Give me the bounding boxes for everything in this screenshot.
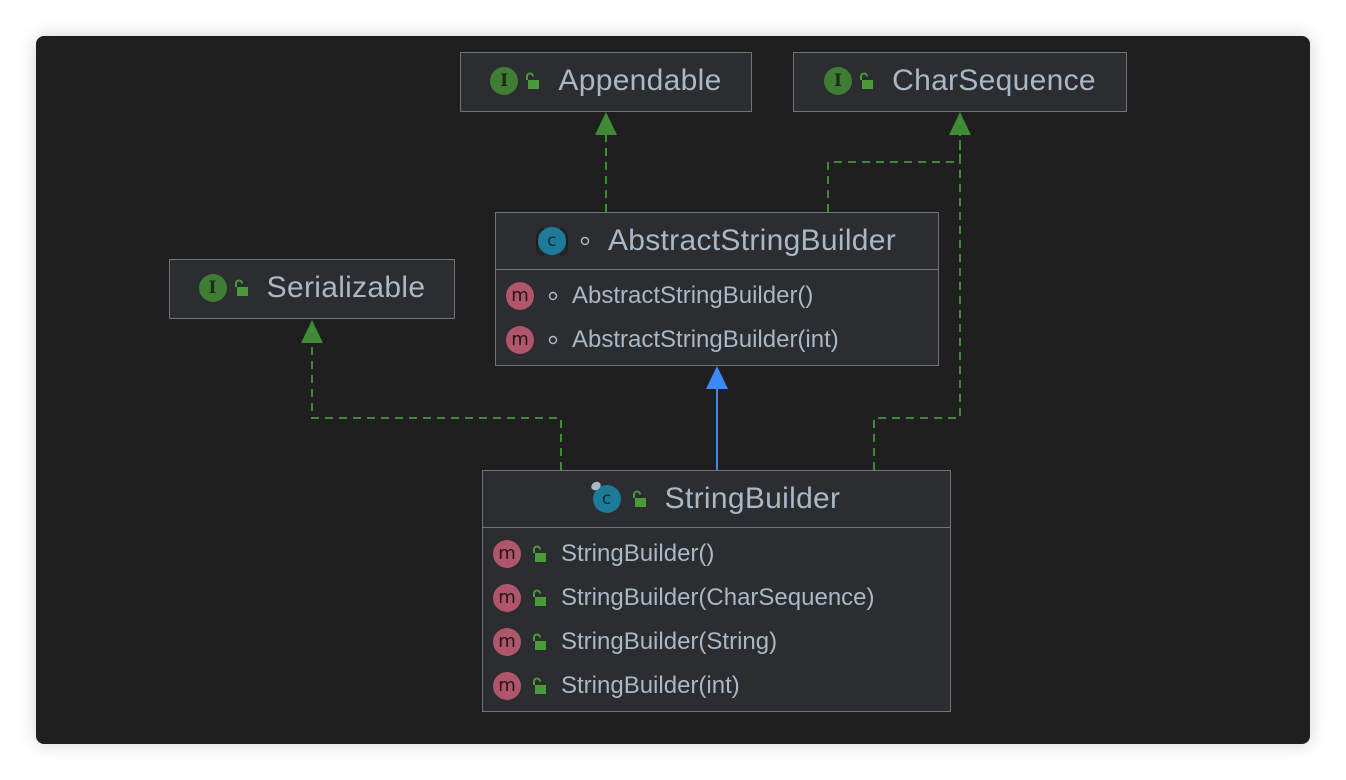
edge-abstract-to-appendable <box>595 112 617 212</box>
unlocked-padlock-icon <box>860 72 874 89</box>
member-row[interactable]: m StringBuilder(String) <box>483 620 950 664</box>
member-signature: AbstractStringBuilder(int) <box>572 326 839 353</box>
string-builder-header: c StringBuilder <box>483 471 950 528</box>
appendable-header: I Appendable <box>461 53 751 109</box>
abstract-class-badge-icon: c <box>535 227 568 256</box>
hollow-circle-icon <box>548 335 558 345</box>
serializable-node[interactable]: I Serializable <box>169 259 455 319</box>
member-row[interactable]: m StringBuilder(CharSequence) <box>483 576 950 620</box>
unlocked-padlock-icon <box>533 677 546 694</box>
method-badge-icon: m <box>506 282 534 310</box>
member-signature: StringBuilder(CharSequence) <box>561 584 875 611</box>
method-badge-icon: m <box>493 672 521 700</box>
unlocked-padlock-icon <box>526 72 540 89</box>
arrowhead-serializable <box>301 320 323 343</box>
hollow-circle-icon <box>580 236 590 246</box>
serializable-header: I Serializable <box>170 260 454 316</box>
arrowhead-charsequence <box>949 112 971 135</box>
node-title: AbstractStringBuilder <box>607 224 897 257</box>
abstract-string-builder-node[interactable]: c AbstractStringBuilder m AbstractString… <box>495 212 939 366</box>
unlocked-padlock-icon <box>234 279 248 296</box>
member-signature: AbstractStringBuilder() <box>572 282 814 309</box>
charsequence-node[interactable]: I CharSequence <box>793 52 1127 112</box>
unlocked-padlock-icon <box>533 633 546 650</box>
final-class-badge-icon: c <box>592 485 621 513</box>
node-title: Serializable <box>266 271 426 304</box>
arrowhead-abstract <box>706 366 728 389</box>
interface-badge-icon: I <box>198 274 227 302</box>
interface-badge-icon: I <box>824 67 853 95</box>
method-badge-icon: m <box>506 326 534 354</box>
unlocked-padlock-icon <box>632 490 646 507</box>
appendable-node[interactable]: I Appendable <box>460 52 752 112</box>
arrowhead-appendable <box>595 112 617 135</box>
interface-badge-icon: I <box>490 67 519 95</box>
method-badge-icon: m <box>493 628 521 656</box>
method-badge-icon: m <box>493 584 521 612</box>
member-row[interactable]: m StringBuilder() <box>483 532 950 576</box>
node-title: StringBuilder <box>664 482 841 515</box>
method-badge-icon: m <box>493 540 521 568</box>
member-signature: StringBuilder() <box>561 540 715 567</box>
member-signature: StringBuilder(String) <box>561 628 778 655</box>
abstract-string-builder-members: m AbstractStringBuilder() m AbstractStri… <box>496 270 938 362</box>
edge-stringbuilder-to-serializable <box>301 320 562 470</box>
hollow-circle-icon <box>548 291 558 301</box>
edge-abstract-to-charsequence <box>827 134 961 212</box>
string-builder-members: m StringBuilder() m StringBuilder(CharSe… <box>483 528 950 708</box>
member-row[interactable]: m AbstractStringBuilder(int) <box>496 318 938 362</box>
member-row[interactable]: m StringBuilder(int) <box>483 664 950 708</box>
abstract-string-builder-header: c AbstractStringBuilder <box>496 213 938 270</box>
string-builder-node[interactable]: c StringBuilder m StringBuilder() m <box>482 470 951 712</box>
node-title: CharSequence <box>892 64 1096 97</box>
unlocked-padlock-icon <box>533 545 546 562</box>
member-row[interactable]: m AbstractStringBuilder() <box>496 274 938 318</box>
edge-stringbuilder-extends-abstract <box>706 366 728 470</box>
member-signature: StringBuilder(int) <box>561 672 740 699</box>
charsequence-header: I CharSequence <box>794 53 1126 109</box>
edge-stringbuilder-to-charsequence <box>873 112 971 470</box>
node-title: Appendable <box>558 64 722 97</box>
unlocked-padlock-icon <box>533 589 546 606</box>
